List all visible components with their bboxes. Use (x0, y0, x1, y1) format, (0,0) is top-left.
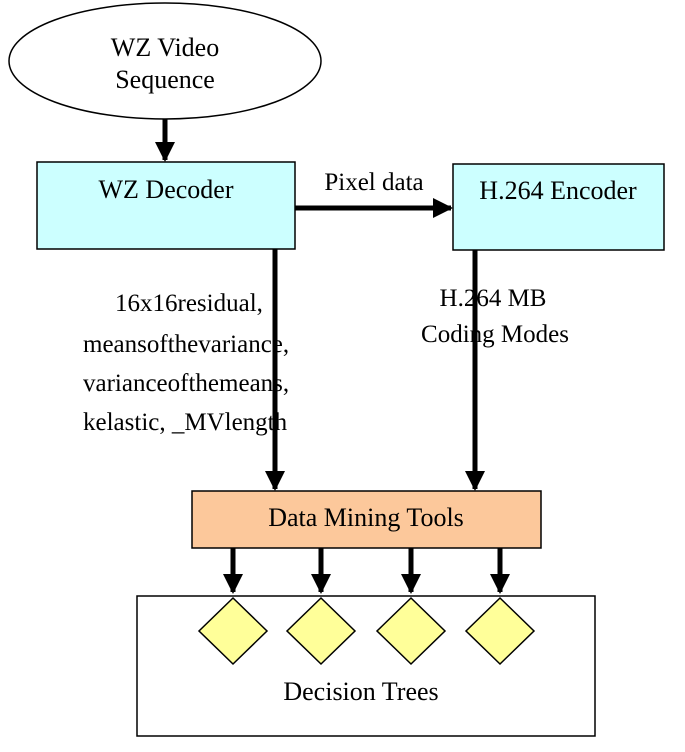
feature-list-label: 16x16residual, meansofthevariance, varia… (83, 290, 289, 436)
h264-encoder-node: H.264 Encoder (452, 163, 665, 251)
video-sequence-label-line1: WZ Video (111, 33, 219, 62)
pixel-data-label: Pixel data (324, 169, 423, 196)
decision-trees-node: Decision Trees (136, 548, 596, 737)
feature-line-1: 16x16residual, (115, 290, 263, 317)
decision-trees-label: Decision Trees (283, 677, 438, 706)
decision-tree-diamond-2 (285, 596, 357, 666)
feature-line-3: varianceofthemeans, (83, 370, 289, 397)
coding-modes-label: H.264 MB Coding Modes (421, 285, 569, 348)
feature-line-4: kelastic, _MVlength (83, 409, 288, 436)
coding-modes-line-1: H.264 MB (440, 285, 547, 312)
feature-line-2: meansofthevariance, (83, 331, 289, 358)
wz-decoder-box (36, 161, 296, 250)
data-mining-box (191, 490, 542, 549)
decision-tree-diamond-3 (375, 596, 447, 666)
coding-modes-line-2: Coding Modes (421, 321, 569, 348)
decision-trees-box (136, 595, 596, 737)
data-mining-node: Data Mining Tools (191, 490, 542, 549)
wz-decoder-label: WZ Decoder (99, 175, 234, 204)
video-sequence-node: WZ Video Sequence (8, 2, 322, 120)
decision-tree-diamond-1 (197, 596, 269, 666)
h264-encoder-label: H.264 Encoder (479, 176, 637, 205)
h264-encoder-box (452, 163, 665, 251)
decision-tree-diamond-4 (464, 596, 536, 666)
video-sequence-label-line2: Sequence (115, 65, 215, 94)
data-mining-label: Data Mining Tools (268, 503, 464, 532)
wz-decoder-node: WZ Decoder (36, 161, 296, 250)
